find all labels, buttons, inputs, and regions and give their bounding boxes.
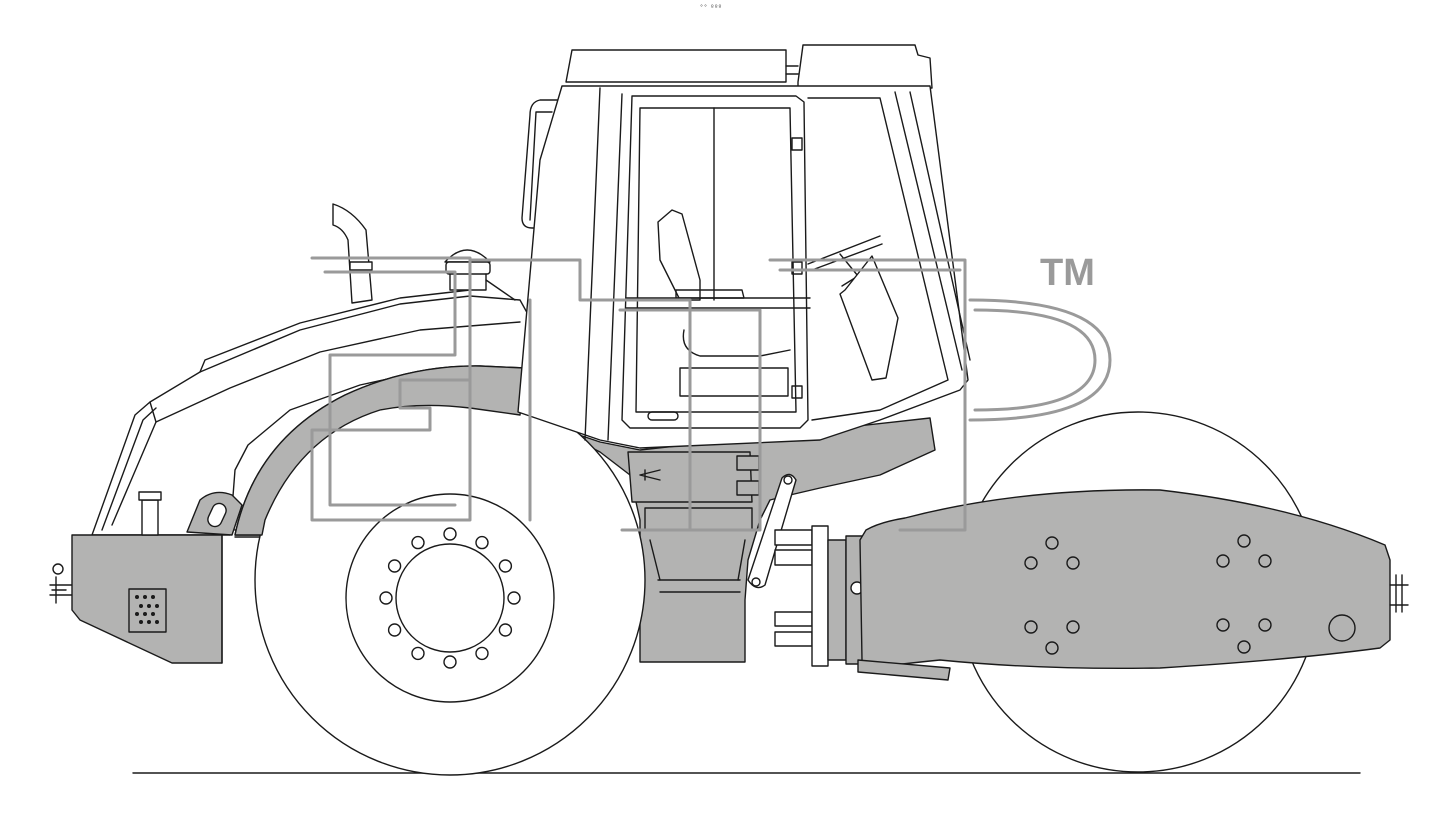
top-caption: °° ººº bbox=[700, 4, 723, 11]
lug-nut bbox=[475, 535, 489, 550]
rear-wheel bbox=[254, 384, 646, 776]
watermark-logo bbox=[310, 256, 1112, 532]
trademark-label: TM bbox=[1040, 252, 1095, 294]
rear-chassis bbox=[49, 491, 243, 664]
articulation-joint bbox=[747, 473, 865, 667]
lug-nut bbox=[443, 655, 457, 669]
lug-nut bbox=[443, 527, 457, 541]
lug-nut bbox=[387, 623, 402, 637]
lug-nut bbox=[498, 623, 513, 637]
lug-nut bbox=[387, 559, 402, 573]
operator-cab bbox=[517, 44, 971, 449]
lug-nut bbox=[411, 646, 425, 661]
front-drum-frame bbox=[857, 489, 1409, 681]
lug-nut bbox=[475, 646, 489, 661]
lug-nut bbox=[379, 591, 393, 605]
lug-nut bbox=[411, 535, 425, 550]
lug-nut bbox=[507, 591, 521, 605]
lug-nut bbox=[498, 559, 513, 573]
